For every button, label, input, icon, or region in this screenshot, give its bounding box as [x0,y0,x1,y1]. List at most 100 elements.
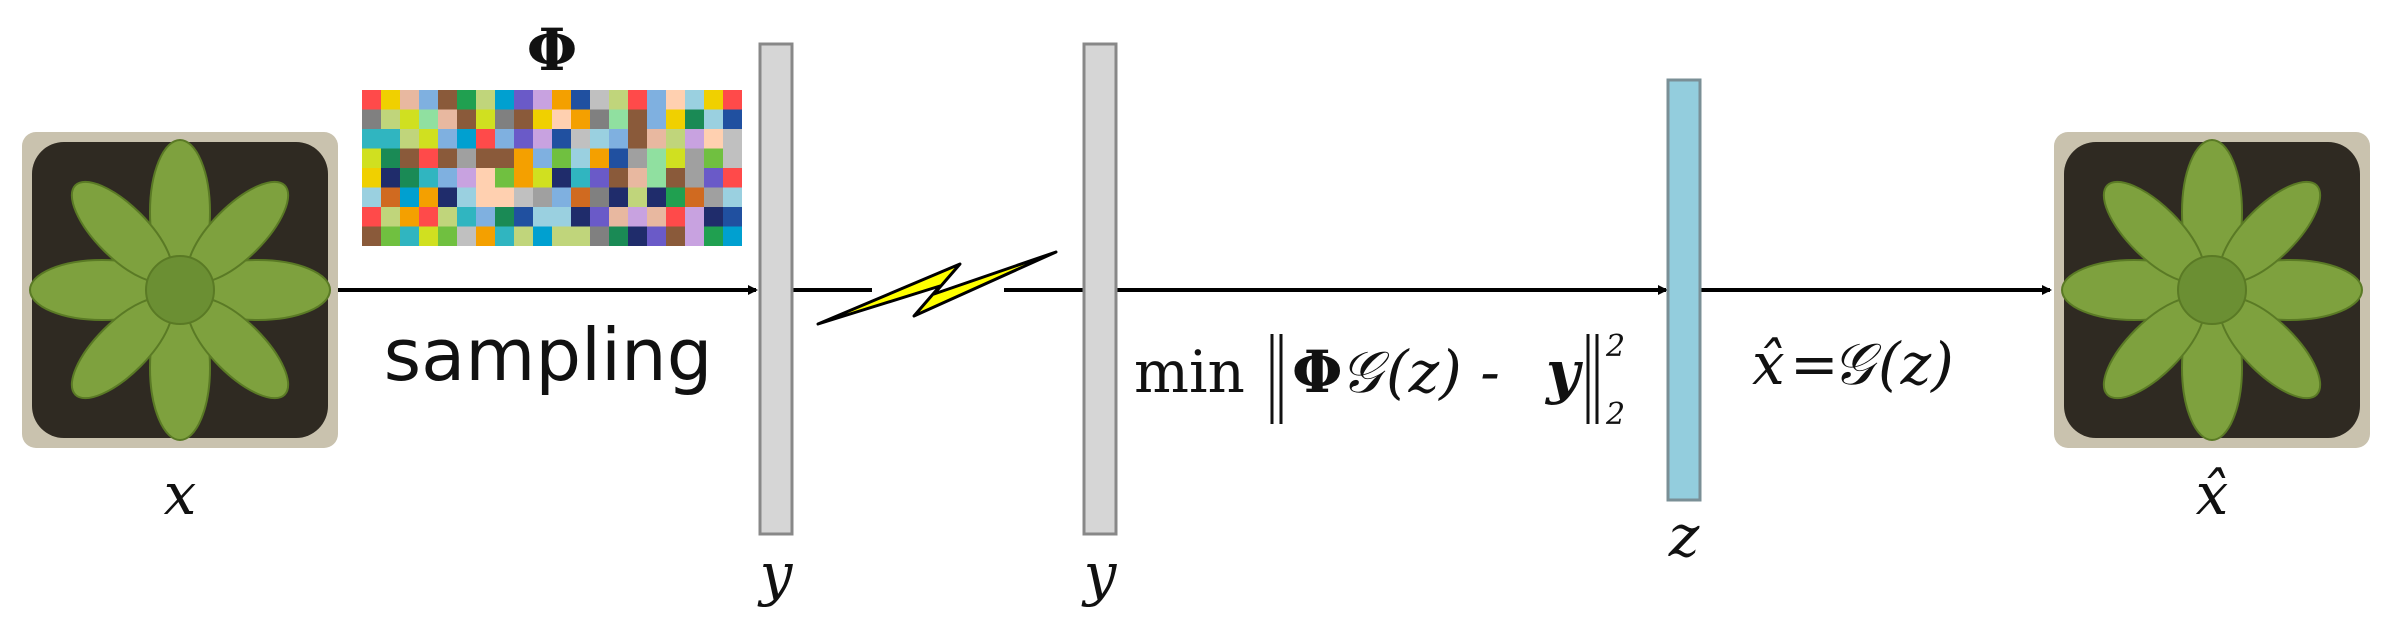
matrix-cell [419,207,438,227]
matrix-cell [400,168,419,188]
matrix-cell [457,129,476,149]
matrix-cell [704,207,723,227]
matrix-cell [628,109,647,129]
objective-superscript: 2 [1605,329,1625,364]
matrix-cell [476,109,495,129]
matrix-cell [590,129,609,149]
matrix-cell [381,187,400,207]
matrix-cell [514,226,533,246]
input-label: x [164,460,197,528]
matrix-cell [666,129,685,149]
matrix-cell [438,168,457,188]
matrix-cell [552,148,571,168]
matrix-cell [400,129,419,149]
matrix-cell [609,129,628,149]
matrix-cell [723,129,742,149]
sampling-label: sampling [384,313,713,397]
objective-y: y [1544,338,1584,406]
matrix-cell [514,109,533,129]
matrix-cell [457,109,476,129]
matrix-cell [381,168,400,188]
matrix-cell [571,148,590,168]
matrix-cell [685,226,704,246]
matrix-cell [685,129,704,149]
matrix-cell [647,207,666,227]
matrix-cell [666,168,685,188]
matrix-cell [704,187,723,207]
matrix-cell [362,109,381,129]
matrix-cell [628,129,647,149]
matrix-cell [723,226,742,246]
matrix-cell [476,226,495,246]
measurement-label-sent: y [757,540,794,608]
matrix-cell [362,148,381,168]
matrix-cell [457,168,476,188]
measurement-bar-sent [758,42,794,536]
matrix-cell [723,207,742,227]
matrix-cell [628,207,647,227]
matrix-cell [438,226,457,246]
matrix-cell [400,148,419,168]
matrix-cell [552,109,571,129]
matrix-cell [647,226,666,246]
matrix-cell [476,148,495,168]
matrix-cell [533,129,552,149]
matrix-cell [704,109,723,129]
matrix-cell [495,226,514,246]
matrix-cell [362,90,381,110]
matrix-cell [666,187,685,207]
matrix-cell [476,129,495,149]
matrix-cell [609,109,628,129]
matrix-cell [476,168,495,188]
matrix-cell [381,148,400,168]
matrix-cell [590,207,609,227]
matrix-cell [495,148,514,168]
latent-bar [1666,78,1702,502]
matrix-cell [495,168,514,188]
matrix-cell [533,226,552,246]
matrix-cell [552,187,571,207]
matrix-cell [457,226,476,246]
matrix-cell [514,187,533,207]
matrix-cell [438,129,457,149]
matrix-cell [419,109,438,129]
matrix-cell [571,226,590,246]
matrix-cell [381,129,400,149]
matrix-cell [457,187,476,207]
matrix-cell [666,109,685,129]
matrix-cell [704,168,723,188]
output-formula-args: (z) [1878,330,1954,398]
matrix-cell [628,168,647,188]
matrix-cell [723,168,742,188]
matrix-cell [457,207,476,227]
matrix-cell [495,187,514,207]
matrix-cell [514,148,533,168]
matrix-cell [571,90,590,110]
matrix-cell [609,168,628,188]
matrix-cell [495,207,514,227]
matrix-cell [400,207,419,227]
matrix-cell [400,109,419,129]
sampling-matrix-label: Φ [527,16,578,84]
latent-label: z [1668,502,1700,570]
matrix-cell [438,148,457,168]
input-image-leaves [29,139,331,441]
output-label: x̂ [2196,460,2229,528]
matrix-cell [628,187,647,207]
matrix-cell [533,168,552,188]
matrix-cell [571,129,590,149]
matrix-cell [590,90,609,110]
matrix-cell [495,90,514,110]
objective-phi: Φ [1292,338,1343,406]
measurement-bar-received [1082,42,1118,536]
output-formula-lhs: x̂ [1752,330,1785,398]
matrix-cell [666,90,685,110]
matrix-cell [533,207,552,227]
matrix-cell [495,129,514,149]
matrix-cell [495,109,514,129]
matrix-cell [590,226,609,246]
matrix-cell [647,129,666,149]
matrix-cell [476,207,495,227]
matrix-cell [647,187,666,207]
